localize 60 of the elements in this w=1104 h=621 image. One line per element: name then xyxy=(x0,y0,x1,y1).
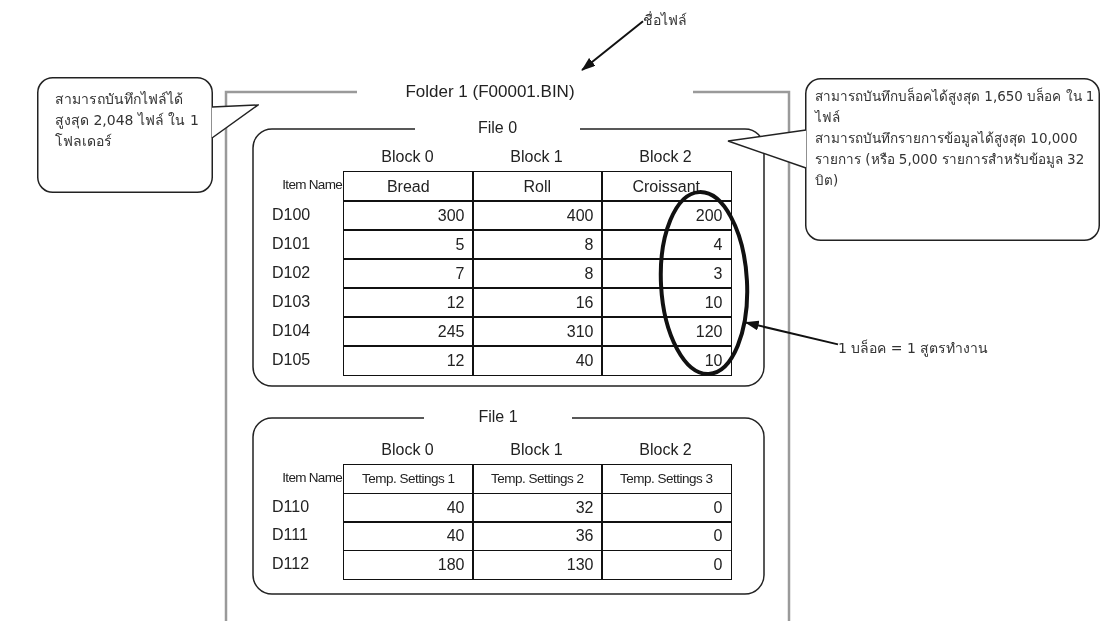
callout-text: สามารถบันทึกรายการข้อมูลได้สูงสุด 10,000 รายการ (หรือ 5,000 รายการสำหรับข้อมูล 32 บิต) xyxy=(815,129,1086,190)
arrow xyxy=(744,320,839,346)
table-cell: 8 xyxy=(472,258,603,289)
header-cell: Croissant xyxy=(601,171,732,202)
table-cell: 200 xyxy=(601,200,732,231)
arrow xyxy=(581,20,644,71)
row-header-label: Item Name xyxy=(281,469,342,487)
row-label: D101 xyxy=(272,234,311,254)
table-cell: 16 xyxy=(472,287,603,318)
row-label: D110 xyxy=(272,496,310,517)
table-cell: 40 xyxy=(343,492,474,523)
callout-text: สามารถบันทึกบล็อคได้สูงสุด 1,650 บล็อค ใน 1 ไฟล์ xyxy=(815,86,1096,127)
file-title: File 0 xyxy=(476,118,519,138)
header-cell: Bread xyxy=(343,171,474,202)
row-label: D104 xyxy=(272,321,311,341)
annotation-text: 1 บล็อค = 1 สูตรทำงาน xyxy=(838,336,989,360)
table-cell: 5 xyxy=(343,229,474,260)
table-cell: 40 xyxy=(343,521,474,551)
table-cell: 310 xyxy=(472,316,603,347)
callout-text: สามารถบันทึกไฟล์ได้สูงสุด 2,048 ไฟล์ ใน 1 โฟลเดอร์ xyxy=(55,90,200,151)
table-cell: 120 xyxy=(601,316,732,347)
table-cell: 32 xyxy=(472,492,603,523)
row-label: D102 xyxy=(272,263,311,283)
table-cell: 7 xyxy=(343,258,474,289)
table-cell: 40 xyxy=(472,345,603,376)
table-cell: 400 xyxy=(472,200,603,231)
row-header-label: Item Name xyxy=(281,176,342,194)
column-heading: Block 1 xyxy=(509,440,564,460)
row-label: D103 xyxy=(272,292,311,312)
row-label: D112 xyxy=(272,553,310,574)
column-heading: Block 1 xyxy=(509,147,564,167)
table-cell: 0 xyxy=(601,549,732,580)
table-cell: 4 xyxy=(601,229,732,260)
table-cell: 0 xyxy=(601,521,732,551)
table-cell: 300 xyxy=(343,200,474,231)
column-heading: Block 2 xyxy=(638,147,693,167)
table-cell: 10 xyxy=(601,345,732,376)
table-cell: 36 xyxy=(472,521,603,551)
table-cell: 130 xyxy=(472,549,603,580)
header-cell: Temp. Settings 2 xyxy=(472,464,603,494)
column-heading: Block 0 xyxy=(380,147,435,167)
table-cell: 180 xyxy=(343,549,474,580)
table-cell: 245 xyxy=(343,316,474,347)
header-cell: Roll xyxy=(472,171,603,202)
table-cell: 10 xyxy=(601,287,732,318)
row-label: D111 xyxy=(272,525,308,545)
file-title: File 1 xyxy=(477,407,519,427)
table-cell: 12 xyxy=(343,287,474,318)
column-heading: Block 2 xyxy=(638,440,693,460)
table-cell: 0 xyxy=(601,492,732,523)
header-cell: Temp. Settings 1 xyxy=(343,464,474,494)
table-cell: 12 xyxy=(343,345,474,376)
header-cell: Temp. Settings 3 xyxy=(601,464,732,494)
folder-title: Folder 1 (F00001.BIN) xyxy=(404,81,576,103)
table-cell: 8 xyxy=(472,229,603,260)
row-label: D105 xyxy=(272,350,311,370)
column-heading: Block 0 xyxy=(380,440,435,460)
table-cell: 3 xyxy=(601,258,732,289)
row-label: D100 xyxy=(272,205,311,225)
annotation-text: ชื่อไฟล์ xyxy=(643,8,687,32)
